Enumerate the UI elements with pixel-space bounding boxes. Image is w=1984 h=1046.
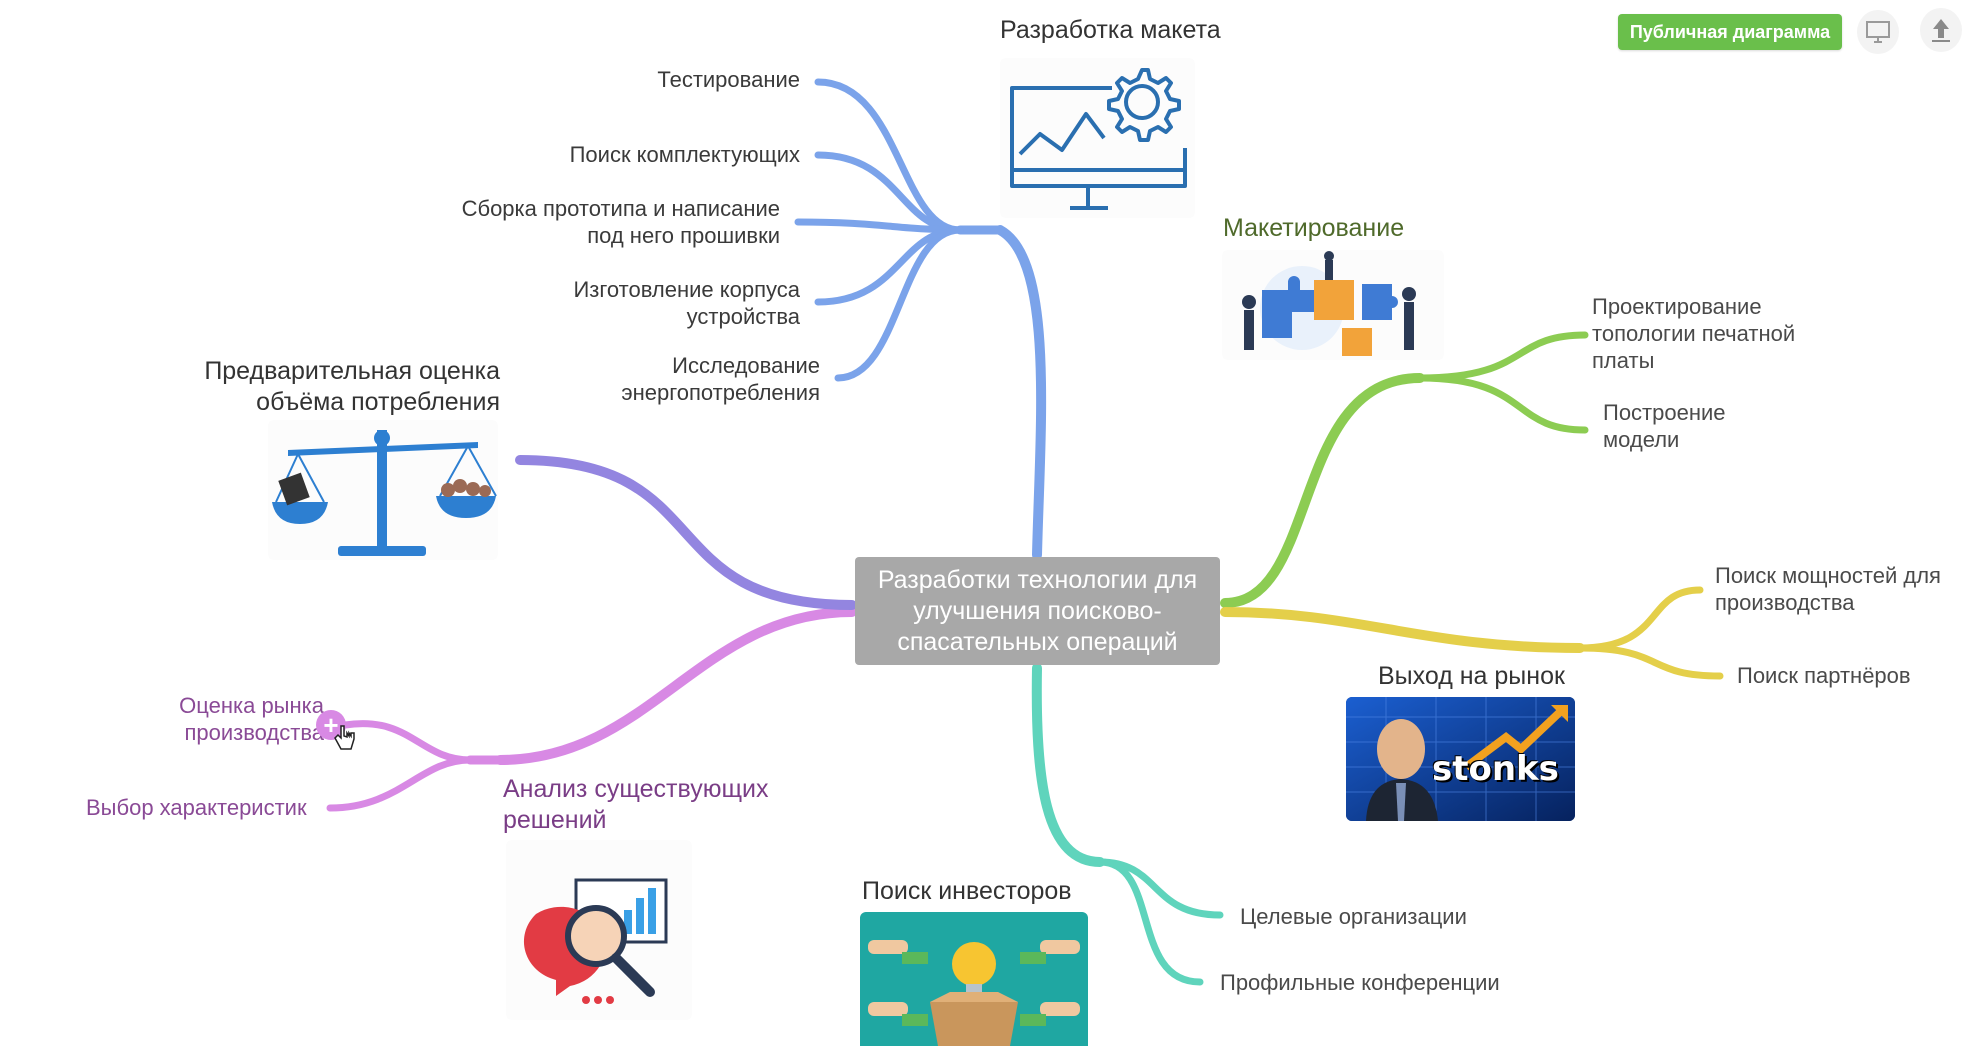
branch-market-lines bbox=[1220, 586, 1724, 680]
investors-item-conferences[interactable]: Профильные конференции bbox=[1220, 970, 1500, 995]
branch-analysis-lines bbox=[326, 607, 857, 812]
puzzle-team-illustration bbox=[1222, 250, 1444, 360]
design-item-prototype[interactable]: Сборка прототипа и написание под него пр… bbox=[461, 196, 780, 248]
upload-icon[interactable] bbox=[1920, 8, 1962, 52]
design-item-energy[interactable]: Исследование энергопотребления bbox=[621, 353, 820, 405]
branch-design-lines bbox=[794, 78, 1047, 560]
monitor-icon[interactable] bbox=[1857, 10, 1899, 54]
design-item-housing[interactable]: Изготовление корпуса устройства bbox=[573, 277, 800, 329]
investors-lightbulb-illustration bbox=[860, 912, 1088, 1046]
investors-item-orgs[interactable]: Целевые организации bbox=[1240, 904, 1467, 929]
topic-market[interactable]: Выход на рынок bbox=[1378, 662, 1565, 690]
analysis-item-market[interactable]: Оценка рынка производства bbox=[179, 693, 324, 745]
analysis-item-specs[interactable]: Выбор характеристик bbox=[86, 795, 307, 820]
central-topic[interactable]: Разработки технологии для улучшения поис… bbox=[855, 557, 1220, 665]
design-item-components[interactable]: Поиск комплектующих bbox=[569, 142, 800, 167]
topic-analysis[interactable]: Анализ существующих решений bbox=[503, 775, 769, 834]
scales-icon bbox=[268, 420, 498, 560]
computer-gear-icon bbox=[1000, 58, 1195, 218]
topic-consumption[interactable]: Предварительная оценка объёма потреблени… bbox=[204, 357, 500, 416]
branch-investors-lines bbox=[1031, 663, 1224, 986]
topic-design[interactable]: Разработка макета bbox=[1000, 16, 1221, 44]
public-diagram-badge[interactable]: Публичная диаграмма bbox=[1618, 14, 1842, 50]
prototyping-item-model[interactable]: Построение модели bbox=[1603, 400, 1726, 452]
analysis-magnifier-icon bbox=[506, 840, 692, 1020]
stonks-caption: stonks bbox=[1432, 749, 1559, 789]
design-item-testing[interactable]: Тестирование bbox=[657, 67, 800, 92]
market-item-capacity[interactable]: Поиск мощностей для производства bbox=[1715, 563, 1941, 615]
prototyping-item-pcb[interactable]: Проектирование топологии печатной платы bbox=[1592, 294, 1796, 373]
hand-cursor-icon bbox=[334, 724, 356, 752]
stonks-meme: stonks bbox=[1346, 697, 1575, 821]
topic-prototyping[interactable]: Макетирование bbox=[1223, 214, 1405, 242]
topic-investors[interactable]: Поиск инвесторов bbox=[862, 877, 1072, 905]
branch-consumption-lines bbox=[515, 455, 857, 610]
branch-prototyping-lines bbox=[1220, 331, 1589, 608]
market-item-partners[interactable]: Поиск партнёров bbox=[1737, 663, 1911, 688]
